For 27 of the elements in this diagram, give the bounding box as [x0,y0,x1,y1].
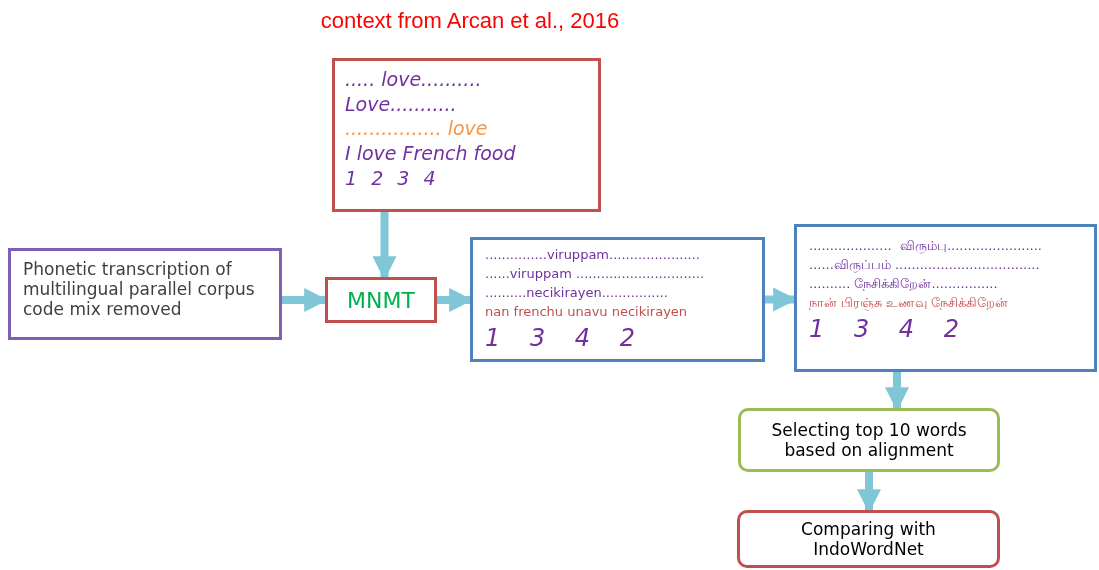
text-line: nan frenchu unavu necikirayen [485,302,689,321]
text-line: ......viruppam ............................... [485,264,706,283]
text-box [325,277,437,323]
text-line: 1 2 3 4 [345,165,437,191]
text-line: 1 3 4 2 [485,323,636,355]
node-label: MNMT [346,287,416,313]
text-line: நான் பிரஞ்சு உணவு நேசிக்கிறேன் [809,293,1010,313]
text-box [332,58,601,212]
text-line: .................... விரும்பு....................... [809,237,1043,256]
text-box [794,224,1097,372]
text-line: I love French food [345,141,517,166]
text-line: Love........... [345,91,458,117]
node-label: Phonetic transcription of multilingual parallel corpus code mix removed [23,259,255,319]
text-line: ......விருப்பம் ................................... [809,255,1041,275]
text-line: 1 3 4 2 [809,314,960,346]
text-box [470,237,765,362]
node-label: Selecting top 10 words based on alignment [770,420,968,460]
node-label: Comparing with IndoWordNet [800,519,937,559]
text-box [8,248,282,340]
text-line: ..... love.......... [345,67,483,92]
diagram-title: context from Arcan et al., 2016 [319,8,621,34]
text-box [738,408,1000,472]
text-line: .......... நேசிக்கிறேன்................ [809,274,999,293]
text-line: ...............viruppam...................... [485,246,701,264]
text-box [737,510,1000,568]
text-line: ..........necikirayen................ [485,283,669,302]
text-line: ................ love [345,116,489,142]
